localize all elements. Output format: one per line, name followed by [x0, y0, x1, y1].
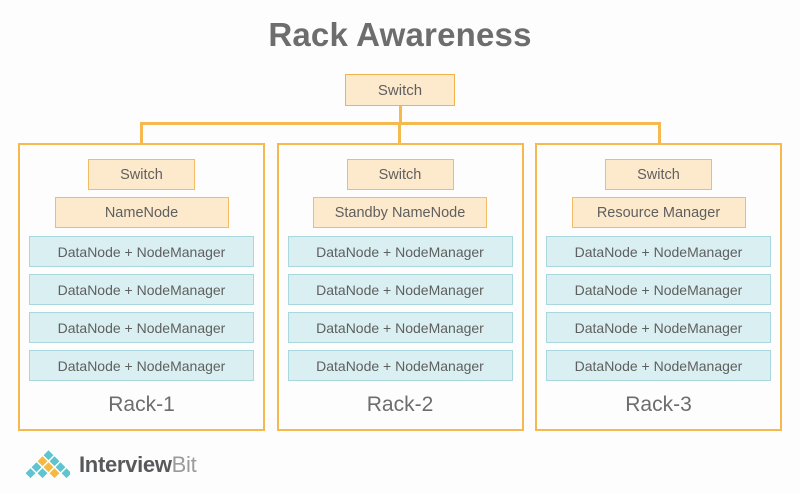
brand-name: InterviewBit — [79, 452, 197, 478]
rack-3-node-2-label: DataNode + NodeManager — [574, 281, 743, 298]
rack-3-master-box: Resource Manager — [571, 197, 746, 228]
connector-trunk-line — [399, 106, 402, 124]
rack-2-label: Rack-2 — [366, 393, 434, 416]
rack-1-master-label: NameNode — [104, 204, 179, 221]
rack-1-node-1-label: DataNode + NodeManager — [57, 243, 226, 260]
rack-3-node-list: DataNode + NodeManager DataNode + NodeMa… — [546, 236, 771, 381]
connector-drop-rack-3 — [658, 122, 661, 144]
rack-1-node-3-label: DataNode + NodeManager — [57, 319, 226, 336]
rack-1-node-2: DataNode + NodeManager — [29, 274, 254, 305]
rack-3-node-2: DataNode + NodeManager — [546, 274, 771, 305]
rack-1-label: Rack-1 — [108, 393, 175, 416]
rack-3-node-3: DataNode + NodeManager — [546, 312, 771, 343]
rack-1-switch-label: Switch — [120, 166, 163, 183]
top-switch-label: Switch — [377, 81, 423, 99]
rack-3-node-3-label: DataNode + NodeManager — [574, 319, 743, 336]
rack-2-node-list: DataNode + NodeManager DataNode + NodeMa… — [287, 236, 513, 381]
rack-1-node-4: DataNode + NodeManager — [29, 350, 254, 381]
rack-3-node-4: DataNode + NodeManager — [546, 350, 771, 381]
rack-container: Switch NameNode DataNode + NodeManager D… — [18, 143, 782, 431]
rack-3-switch-box: Switch — [605, 159, 712, 190]
connector-drop-rack-1 — [140, 122, 143, 144]
rack-2-master-box: Standby NameNode — [313, 197, 487, 228]
rack-2-node-4-label: DataNode + NodeManager — [316, 357, 484, 374]
rack-1-switch-box: Switch — [88, 159, 195, 190]
connector-drop-rack-2 — [398, 122, 401, 144]
rack-1: Switch NameNode DataNode + NodeManager D… — [18, 143, 265, 431]
brand-name-light: Bit — [171, 452, 197, 477]
rack-1-node-list: DataNode + NodeManager DataNode + NodeMa… — [29, 236, 254, 381]
top-switch-box: Switch — [345, 74, 455, 106]
rack-3-label: Rack-3 — [625, 393, 692, 416]
diamond-grid-icon — [26, 450, 70, 480]
rack-1-node-3: DataNode + NodeManager — [29, 312, 254, 343]
rack-1-node-1: DataNode + NodeManager — [29, 236, 254, 267]
rack-2-node-1: DataNode + NodeManager — [287, 236, 513, 267]
rack-2-node-2-label: DataNode + NodeManager — [316, 281, 484, 298]
rack-1-node-4-label: DataNode + NodeManager — [57, 357, 226, 374]
rack-3-node-1-label: DataNode + NodeManager — [574, 243, 743, 260]
rack-3-node-4-label: DataNode + NodeManager — [574, 357, 743, 374]
rack-2: Switch Standby NameNode DataNode + NodeM… — [276, 143, 524, 431]
page-title: Rack Awareness — [268, 16, 532, 53]
rack-2-switch-label: Switch — [378, 166, 422, 183]
brand-name-strong: Interview — [79, 452, 172, 477]
rack-1-master-box: NameNode — [54, 197, 229, 228]
rack-2-node-1-label: DataNode + NodeManager — [316, 243, 484, 260]
rack-3: Switch Resource Manager DataNode + NodeM… — [535, 143, 782, 431]
rack-3-switch-label: Switch — [637, 166, 680, 183]
rack-3-node-1: DataNode + NodeManager — [546, 236, 771, 267]
rack-3-master-label: Resource Manager — [596, 204, 721, 221]
rack-2-node-3: DataNode + NodeManager — [287, 312, 513, 343]
rack-1-node-2-label: DataNode + NodeManager — [57, 281, 226, 298]
rack-2-node-3-label: DataNode + NodeManager — [316, 319, 484, 336]
brand-logo: InterviewBit — [26, 450, 197, 480]
rack-2-node-2: DataNode + NodeManager — [287, 274, 513, 305]
rack-2-master-label: Standby NameNode — [334, 204, 466, 221]
rack-2-node-4: DataNode + NodeManager — [287, 350, 513, 381]
rack-2-switch-box: Switch — [346, 159, 454, 190]
